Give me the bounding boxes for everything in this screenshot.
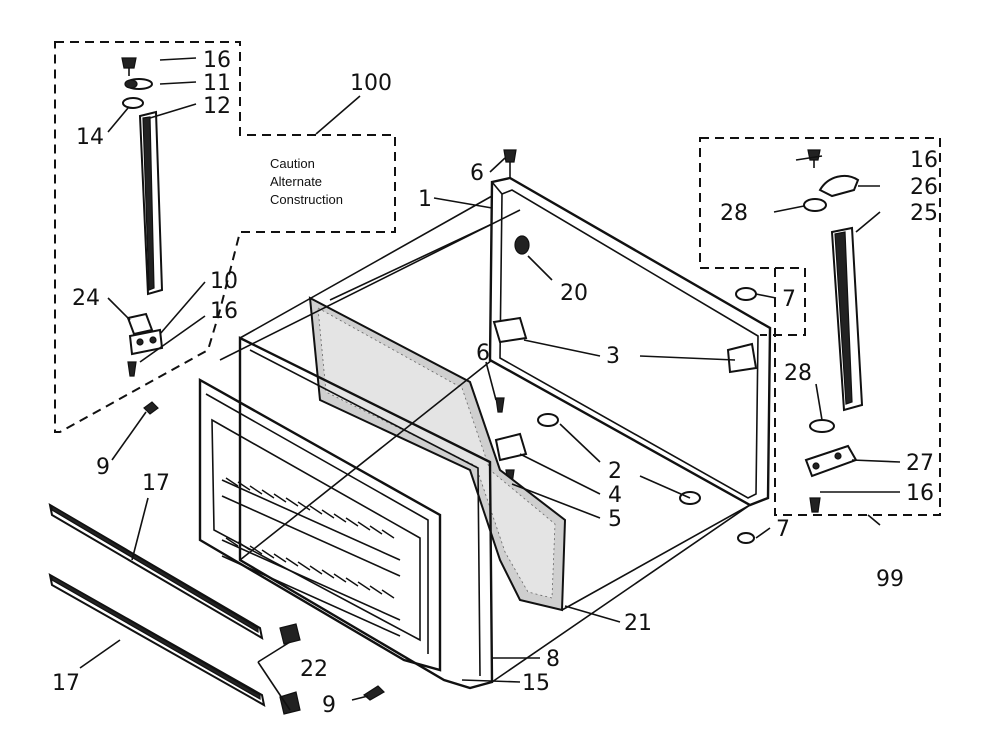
callout-7-top: 7 <box>782 287 796 312</box>
callout-17-bottom: 17 <box>52 671 80 696</box>
caution-note: Caution Alternate Construction <box>270 156 343 207</box>
callout-21: 21 <box>624 611 652 636</box>
callout-14: 14 <box>76 125 104 150</box>
callout-16-right-top: 16 <box>910 148 938 173</box>
callout-17-top: 17 <box>142 471 170 496</box>
callout-11: 11 <box>203 71 231 96</box>
callout-1: 1 <box>418 187 432 212</box>
callout-4: 4 <box>608 483 622 508</box>
callout-26: 26 <box>910 175 938 200</box>
callout-9-top: 9 <box>96 455 110 480</box>
callout-22: 22 <box>300 657 328 682</box>
callout-16-right-bottom: 16 <box>906 481 934 506</box>
callout-16: 16 <box>203 48 231 73</box>
callout-6-top: 6 <box>470 161 484 186</box>
right-hinge-assembly <box>803 149 864 513</box>
callout-3: 3 <box>606 344 620 369</box>
callout-5: 5 <box>608 507 622 532</box>
callout-28-bottom: 28 <box>784 361 812 386</box>
left-hinge-assembly <box>121 57 164 415</box>
caution-note-line1: Caution <box>270 156 315 171</box>
callout-9-bottom: 9 <box>322 693 336 718</box>
callout-20: 20 <box>560 281 588 306</box>
callout-28-top: 28 <box>720 201 748 226</box>
caution-note-line3: Construction <box>270 192 343 207</box>
callout-6-bottom: 6 <box>476 341 490 366</box>
callout-27: 27 <box>906 451 934 476</box>
callout-16-left-bottom: 16 <box>210 299 238 324</box>
callout-labels: 16 11 12 14 100 24 10 16 9 6 1 20 6 3 2 … <box>52 48 938 718</box>
callout-15: 15 <box>522 671 550 696</box>
callout-100: 100 <box>350 71 392 96</box>
caution-note-line2: Alternate <box>270 174 322 189</box>
door-liner <box>198 336 494 690</box>
right-hinge-box-99 <box>699 137 941 516</box>
callout-12: 12 <box>203 94 231 119</box>
trim-strips <box>48 503 385 715</box>
alternate-construction-box <box>54 41 396 433</box>
callout-24: 24 <box>72 286 100 311</box>
callout-2: 2 <box>608 459 622 484</box>
callout-10: 10 <box>210 269 238 294</box>
leader-lines <box>79 57 901 711</box>
callout-25: 25 <box>910 201 938 226</box>
callout-99: 99 <box>876 567 904 592</box>
callout-8: 8 <box>546 647 560 672</box>
callout-7-bottom: 7 <box>776 517 790 542</box>
shelf-ribs <box>221 477 401 637</box>
